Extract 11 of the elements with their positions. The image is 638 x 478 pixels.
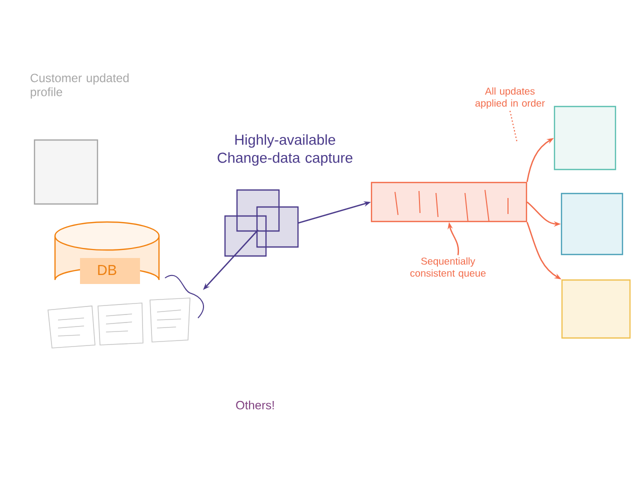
capture-heading: Highly-available Change-data capture [218, 134, 352, 166]
box-heading: Customer updated profile [30, 73, 129, 99]
target-box [554, 106, 616, 170]
leader-line [509, 110, 518, 142]
database-cylinder: DB [54, 221, 160, 284]
target-box [561, 279, 631, 339]
annotation-text: Sequentially consistent queue [410, 257, 486, 279]
database-list-text: Others! [236, 400, 274, 410]
annotation-text: All updates applied in order [475, 87, 545, 109]
target-box [560, 192, 624, 256]
queue-bar [370, 182, 528, 222]
